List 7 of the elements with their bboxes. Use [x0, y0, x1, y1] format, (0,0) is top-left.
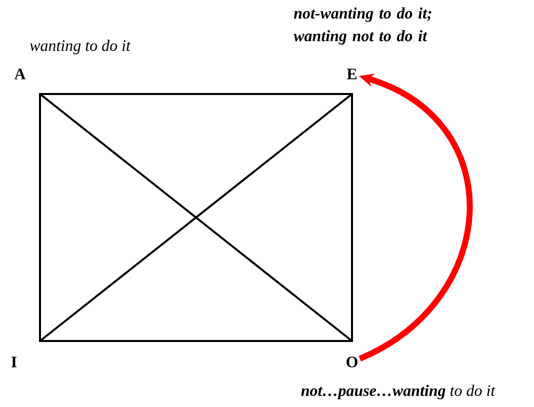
corner-letter: A: [14, 68, 26, 80]
corner-letter: E: [346, 68, 357, 80]
node-caption: not-wanting to do it; wanting not to do it: [294, 7, 432, 45]
corner-letter: I: [11, 356, 17, 368]
corner-letter: O: [346, 356, 358, 368]
node-caption: wanting to do it: [30, 40, 131, 54]
node-caption: not…pause…wanting to do it: [301, 384, 496, 400]
